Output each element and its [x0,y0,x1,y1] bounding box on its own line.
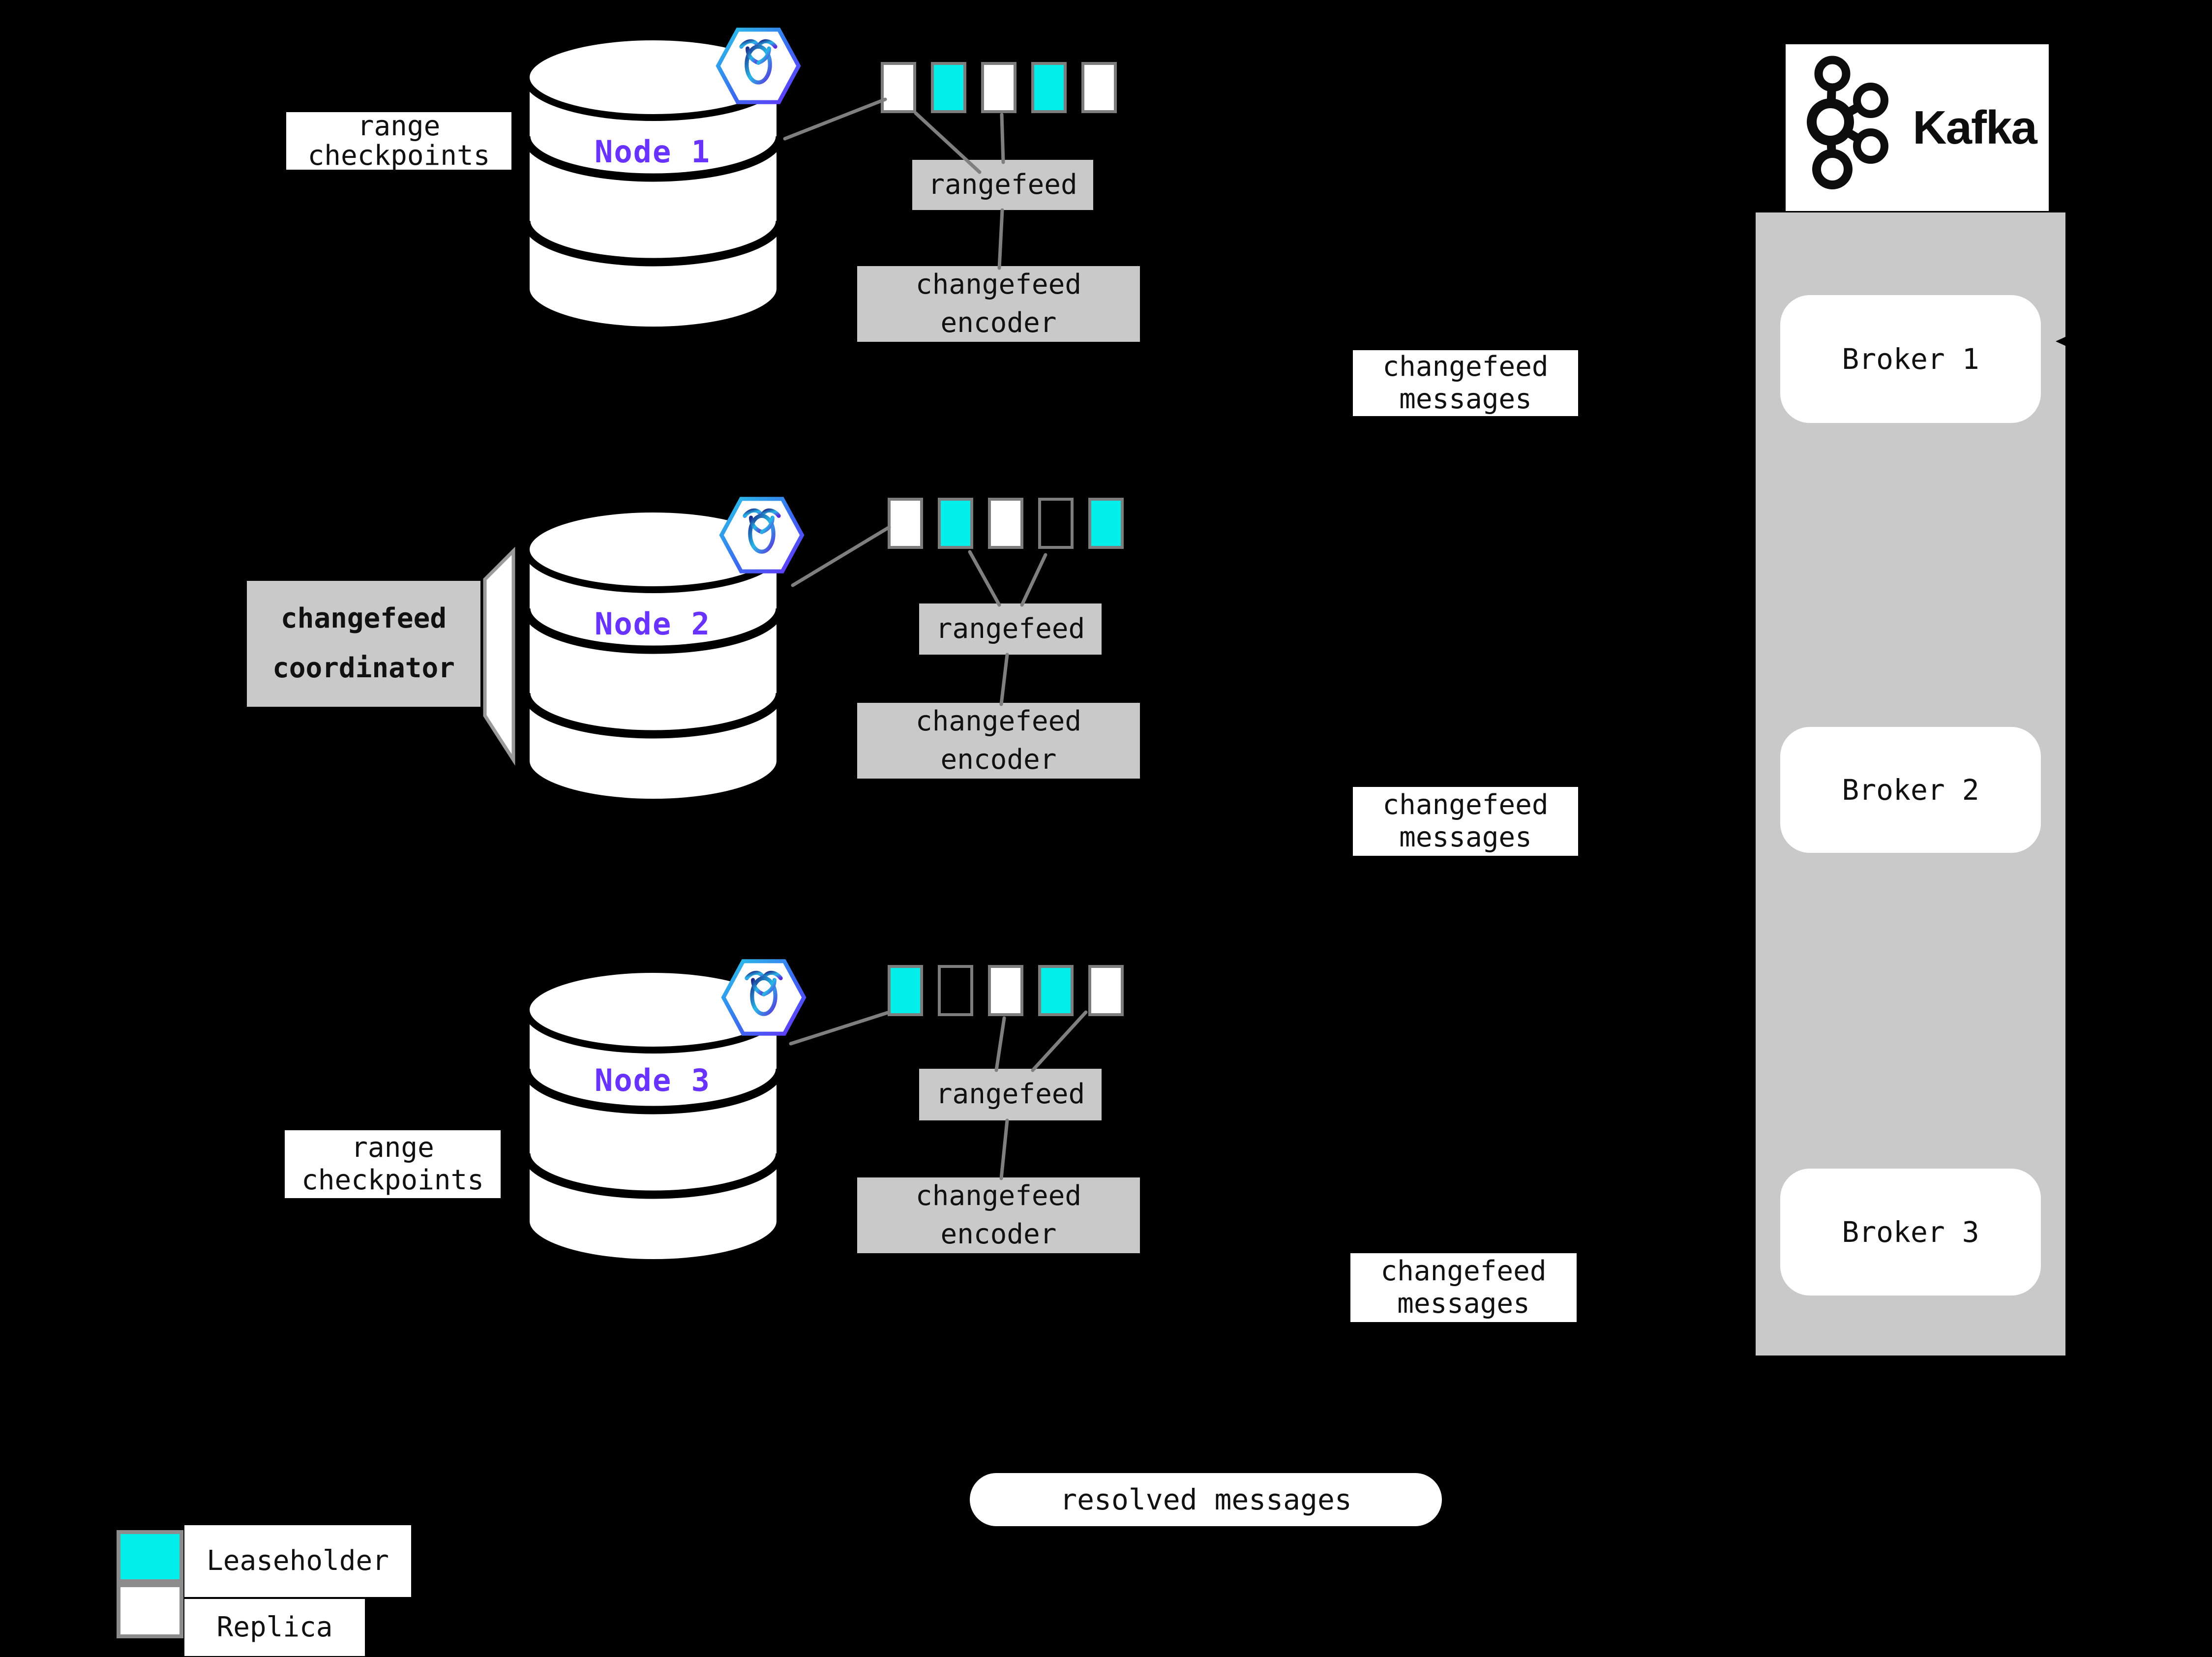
range-replica [881,62,916,113]
messages-line1: changefeed [1382,788,1549,821]
kafka-logo-text: Kafka [1913,101,2037,154]
legend-replica-label-box: Replica [184,1599,365,1656]
range-checkpoints-line2: checkpoints [307,139,490,172]
encoder-line2: encoder [940,307,1057,339]
range-replica [981,62,1016,113]
range-replica [1088,965,1124,1016]
broker-2-label: Broker 2 [1842,773,1979,807]
cockroachdb-badge-node2 [719,497,805,573]
messages-line2: messages [1397,1288,1530,1320]
encoder-line2: encoder [940,744,1057,776]
legend-leaseholder-label-box: Leaseholder [184,1525,411,1597]
range-leaseholder [938,498,973,549]
range-checkpoints-line1: range [357,110,441,143]
kafka-logo-box: Kafka [1786,44,2049,211]
kafka-logo-icon [1807,56,1889,189]
range-replica [888,498,923,549]
range-leaseholder [1088,498,1124,549]
legend-leaseholder-label: Leaseholder [207,1544,389,1577]
encoder-line2: encoder [940,1218,1057,1250]
broker-1-label: Broker 1 [1842,342,1979,376]
node3-label: Node 3 [595,1062,711,1098]
changefeed-encoder-box-node3: changefeed encoder [857,1177,1140,1253]
changefeed-encoder-box-node1: changefeed encoder [857,266,1140,342]
range-empty [1038,498,1074,549]
changefeed-coordinator-label: changefeed coordinator [247,581,480,707]
node1-label: Node 1 [595,134,711,170]
rangefeed-label: rangefeed [928,168,1077,201]
broker-2: Broker 2 [1780,727,2041,853]
changefeed-messages-label-node3: changefeed messages [1350,1253,1577,1322]
range-row-1 [888,498,1124,549]
resolved-messages-pill: resolved messages [970,1473,1442,1526]
messages-line2: messages [1399,821,1532,853]
range-checkpoints-label-node1: range checkpoints [286,112,511,170]
resolved-messages-label: resolved messages [1060,1483,1352,1516]
range-checkpoints-label-node3: range checkpoints [285,1130,501,1198]
broker-3: Broker 3 [1780,1169,2041,1295]
range-row-0 [881,62,1117,113]
cockroachdb-badge-node1 [716,28,801,104]
coordinator-line1: changefeed [280,603,447,635]
coordinator-line2: coordinator [272,652,455,684]
range-replica [1081,62,1117,113]
rangefeed-box-node3: rangefeed [919,1069,1102,1120]
messages-line1: changefeed [1382,350,1549,383]
legend-replica-label: Replica [216,1611,333,1643]
encoder-line1: changefeed [915,705,1082,737]
legend-leaseholder-swatch [117,1530,183,1583]
encoder-line1: changefeed [915,1179,1082,1212]
rangefeed-label: rangefeed [935,1078,1085,1111]
changefeed-messages-label-node1: changefeed messages [1353,350,1578,416]
database-cylinder-node2 [522,506,784,806]
rangefeed-box-node2: rangefeed [919,603,1102,655]
rangefeed-label: rangefeed [935,612,1085,645]
encoder-line1: changefeed [915,268,1082,301]
rangefeed-box-node1: rangefeed [912,160,1093,210]
changefeed-messages-label-node2: changefeed messages [1353,787,1578,856]
messages-line2: messages [1399,383,1532,415]
database-cylinder-node3 [522,966,784,1266]
range-checkpoints-line2: checkpoints [301,1164,484,1196]
range-checkpoints-line1: range [351,1131,434,1164]
cockroachdb-badge-node3 [721,959,807,1036]
changefeed-encoder-box-node2: changefeed encoder [857,703,1140,779]
database-cylinder-node1 [522,33,784,333]
coordinator-flag-shape [483,546,515,766]
range-replica [988,965,1023,1016]
legend-replica-swatch [117,1583,183,1638]
range-leaseholder [888,965,923,1016]
node2-label: Node 2 [595,606,711,642]
range-leaseholder [1031,62,1067,113]
range-leaseholder [1038,965,1074,1016]
range-row-2 [888,965,1124,1016]
broker-3-label: Broker 3 [1842,1215,1979,1249]
range-leaseholder [931,62,966,113]
messages-line1: changefeed [1380,1255,1547,1287]
broker-1: Broker 1 [1780,295,2041,423]
range-empty [938,965,973,1016]
range-replica [988,498,1023,549]
